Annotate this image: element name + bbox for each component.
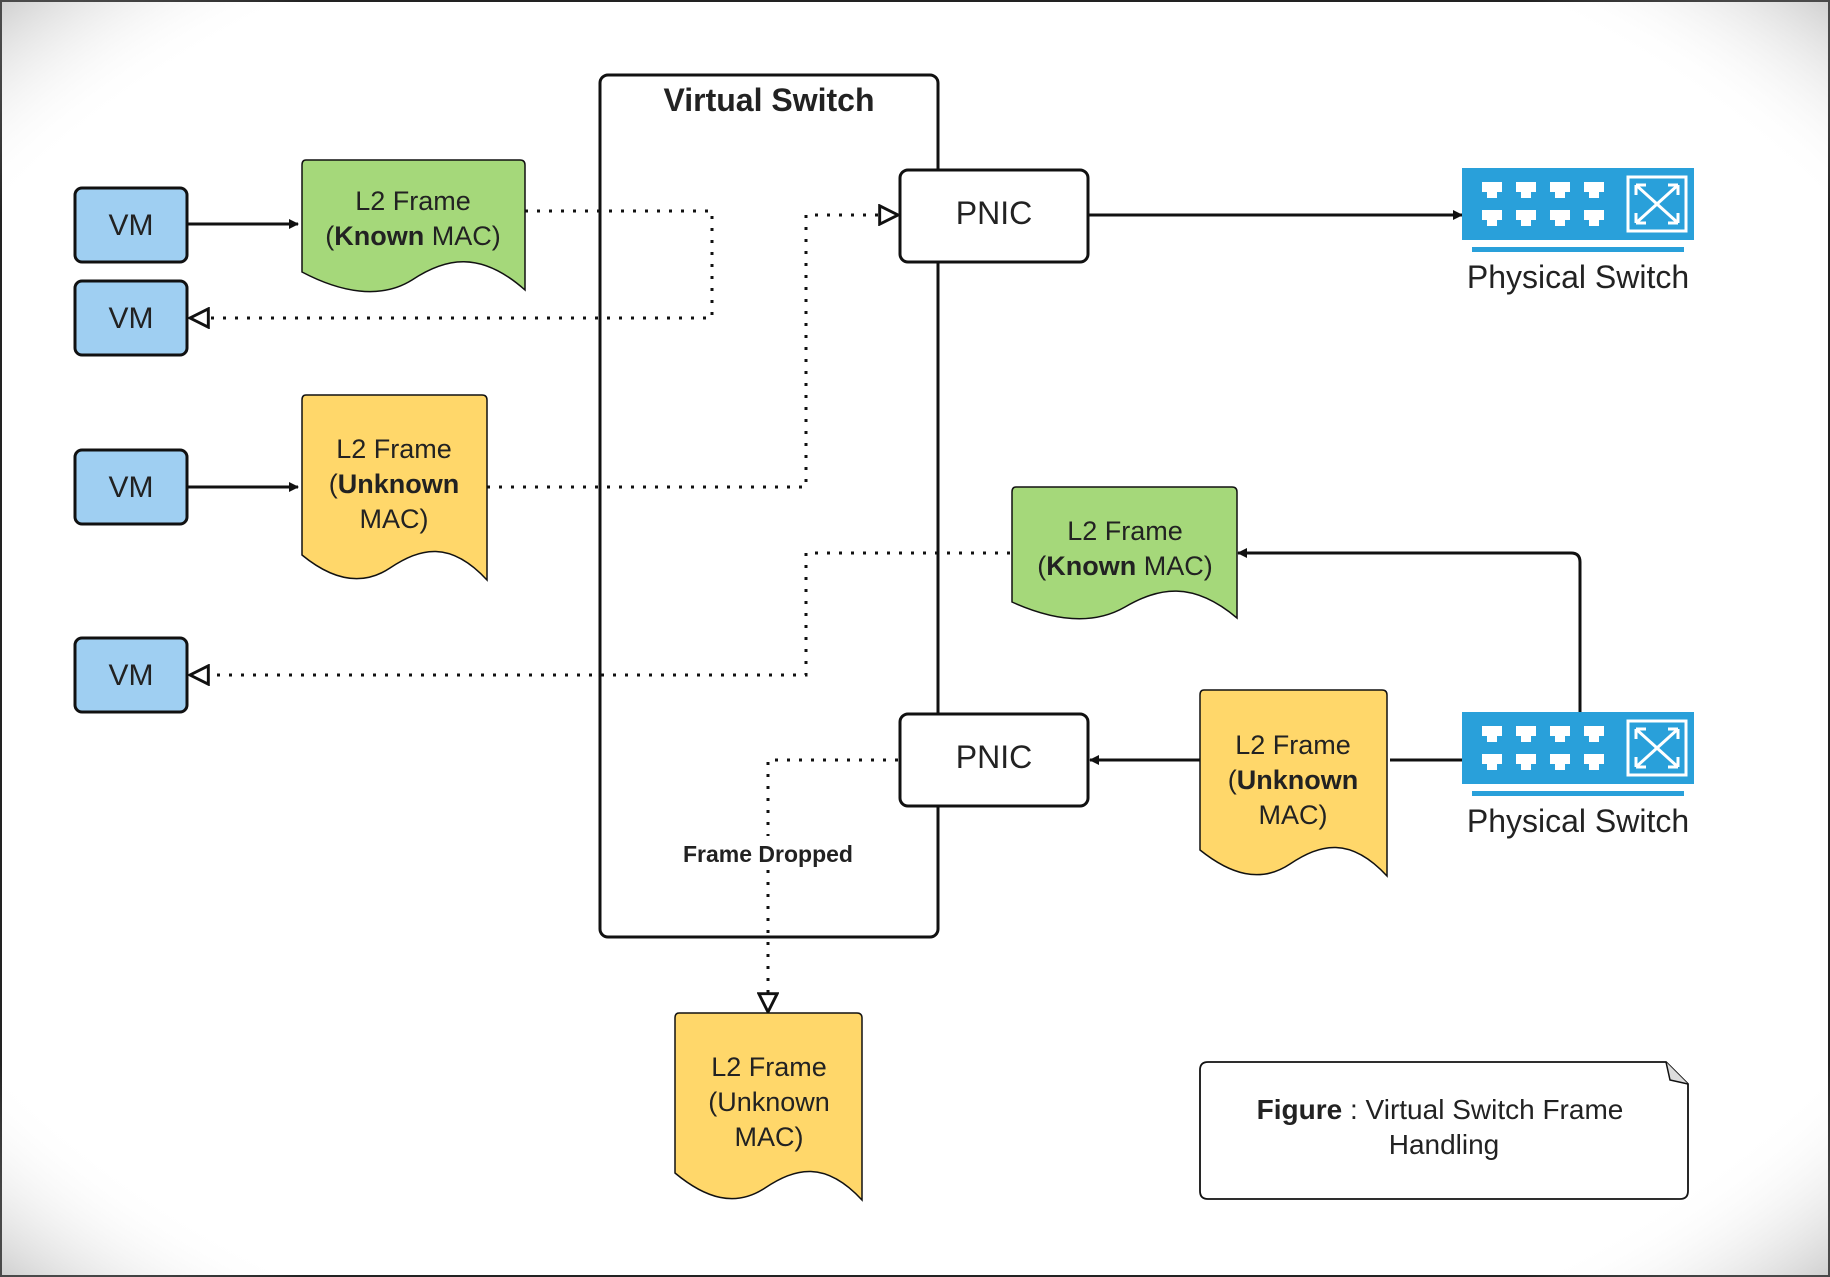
network-switch-icon	[1462, 168, 1694, 252]
vm-label: VM	[109, 659, 154, 692]
pnic-label: PNIC	[956, 739, 1032, 775]
vm-box-1[interactable]: VM	[73, 186, 189, 264]
vm-label: VM	[109, 302, 154, 335]
frame-line1: L2 Frame	[711, 1052, 827, 1082]
frame-line2: (Unknown	[708, 1087, 830, 1117]
vm-box-4[interactable]: VM	[73, 636, 189, 714]
frame-line2: (Known MAC)	[1037, 551, 1212, 581]
frame-known-right: L2 Frame (Known MAC)	[1011, 486, 1238, 620]
virtual-switch-box	[598, 73, 940, 939]
frame-line2: (Unknown	[329, 469, 460, 499]
frame-line3: MAC)	[735, 1122, 804, 1152]
frame-dropped: L2 Frame (Unknown MAC)	[674, 1012, 863, 1202]
vm-label: VM	[109, 209, 154, 242]
physical-switch-label: Physical Switch	[1467, 259, 1689, 295]
frame-line3: MAC)	[1259, 800, 1328, 830]
frame-line2: (Unknown	[1228, 765, 1359, 795]
caption-line1: Figure : Virtual Switch Frame	[1257, 1094, 1624, 1125]
frame-dropped-label: Frame Dropped	[683, 841, 853, 867]
vm-box-3[interactable]: VM	[73, 448, 189, 526]
frame-line1: L2 Frame	[1235, 730, 1351, 760]
frame-line3: MAC)	[360, 504, 429, 534]
caption-line2: Handling	[1389, 1129, 1500, 1160]
frame-line1: L2 Frame	[336, 434, 452, 464]
physical-switch-1[interactable]: Physical Switch	[1462, 168, 1694, 295]
frame-unknown-right: L2 Frame (Unknown MAC)	[1199, 689, 1388, 878]
pnic-2[interactable]: PNIC	[898, 712, 1090, 808]
frame-line1: L2 Frame	[355, 186, 471, 216]
virtual-switch-title: Virtual Switch	[663, 82, 874, 118]
physical-switch-2[interactable]: Physical Switch	[1462, 712, 1694, 839]
vm-label: VM	[109, 471, 154, 504]
physical-switch-label: Physical Switch	[1467, 803, 1689, 839]
figure-caption: Figure : Virtual Switch Frame Handling	[1199, 1061, 1689, 1200]
frame-line2: (Known MAC)	[325, 221, 500, 251]
vm-box-2[interactable]: VM	[73, 279, 189, 357]
pnic-1[interactable]: PNIC	[898, 168, 1090, 264]
pnic-label: PNIC	[956, 195, 1032, 231]
network-switch-icon	[1462, 712, 1694, 796]
frame-line1: L2 Frame	[1067, 516, 1183, 546]
frame-unknown-top: L2 Frame (Unknown MAC)	[301, 394, 488, 582]
frame-known-top: L2 Frame (Known MAC)	[301, 159, 526, 293]
